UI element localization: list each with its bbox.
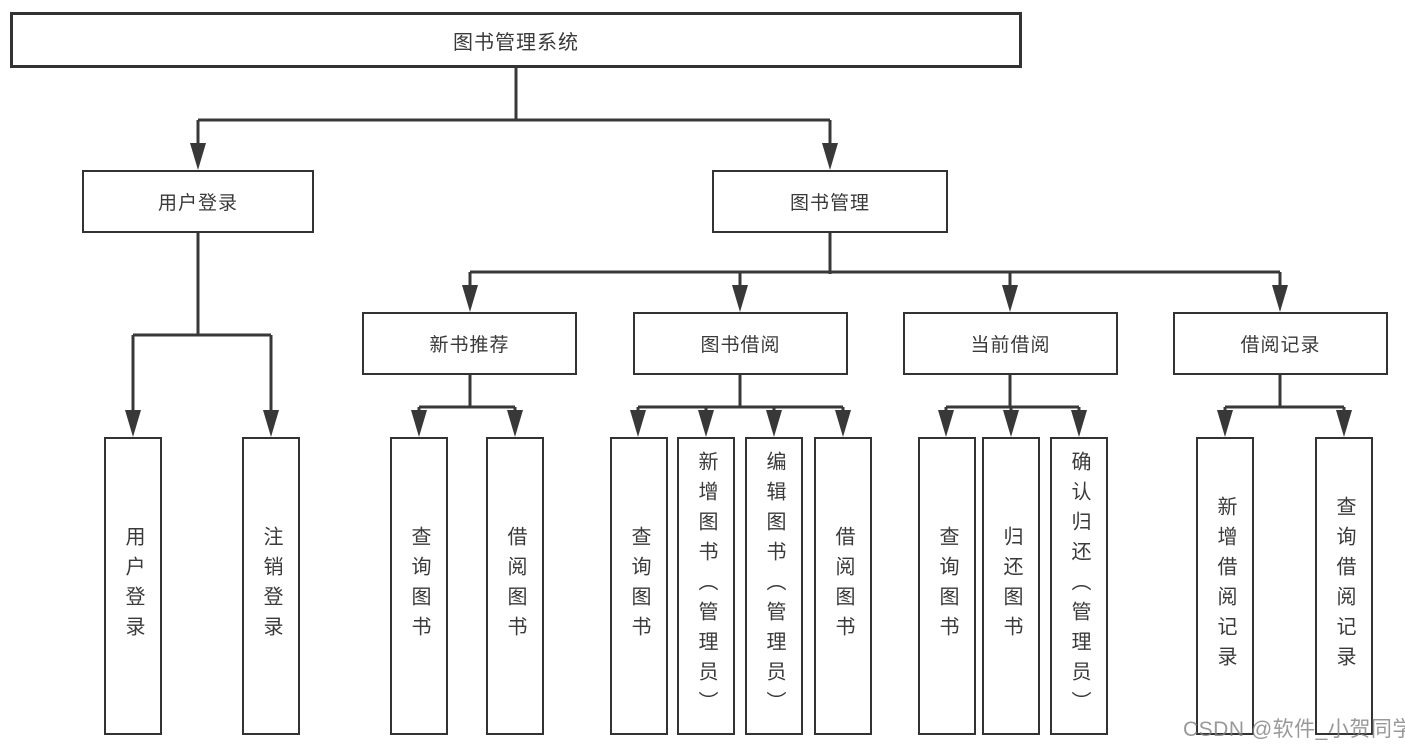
arrowhead-icon xyxy=(125,410,141,437)
node-query-books-borrowing: 查询图书 xyxy=(610,437,668,735)
node-return-books: 归还图书 xyxy=(982,437,1040,735)
node-logout: 注销登录 xyxy=(242,437,300,735)
arrowhead-icon xyxy=(507,410,523,437)
node-label: 用户登录 xyxy=(122,526,144,646)
node-query-books-current: 查询图书 xyxy=(918,437,976,735)
arrowhead-icon xyxy=(462,285,478,312)
arrowhead-icon xyxy=(1071,410,1087,437)
arrowhead-icon xyxy=(732,285,748,312)
node-label: 新增图书（管理员） xyxy=(695,451,717,721)
arrowhead-icon xyxy=(1003,410,1019,437)
node-label: 借阅图书 xyxy=(504,526,526,646)
node-add-borrow-record: 新增借阅记录 xyxy=(1196,437,1254,735)
node-label: 查询借阅记录 xyxy=(1333,496,1355,676)
node-label: 归还图书 xyxy=(1000,526,1022,646)
node-confirm-return-admin: 确认归还（管理员） xyxy=(1050,437,1108,735)
arrowhead-icon xyxy=(1272,285,1288,312)
node-label: 确认归还（管理员） xyxy=(1068,451,1090,721)
arrowhead-icon xyxy=(698,410,714,437)
node-book-borrowing: 图书借阅 xyxy=(633,312,848,375)
node-label: 新增借阅记录 xyxy=(1214,496,1236,676)
arrowhead-icon xyxy=(1217,410,1233,437)
node-user-login-action: 用户登录 xyxy=(104,437,162,735)
node-borrow-books-borrowing: 借阅图书 xyxy=(814,437,872,735)
node-label: 查询图书 xyxy=(936,526,958,646)
node-label: 注销登录 xyxy=(260,526,282,646)
arrowhead-icon xyxy=(835,410,851,437)
node-library-management-system: 图书管理系统 xyxy=(10,12,1022,68)
node-new-book-recommendation: 新书推荐 xyxy=(362,312,577,375)
arrowhead-icon xyxy=(411,410,427,437)
arrowhead-icon xyxy=(630,410,646,437)
node-label: 编辑图书（管理员） xyxy=(763,451,785,721)
node-edit-book-admin: 编辑图书（管理员） xyxy=(745,437,803,735)
arrowhead-icon xyxy=(938,410,954,437)
arrowhead-icon xyxy=(766,410,782,437)
arrowhead-icon xyxy=(822,143,838,170)
node-label: 查询图书 xyxy=(408,526,430,646)
node-add-book-admin: 新增图书（管理员） xyxy=(677,437,735,735)
watermark-text: CSDN @软件_小贺同学 xyxy=(1183,718,1405,741)
arrowhead-icon xyxy=(263,410,279,437)
node-label: 借阅图书 xyxy=(832,526,854,646)
node-book-management: 图书管理 xyxy=(712,170,948,233)
node-user-login: 用户登录 xyxy=(82,170,314,233)
node-borrowing-records: 借阅记录 xyxy=(1173,312,1388,375)
node-borrow-books-recommend: 借阅图书 xyxy=(486,437,544,735)
arrowhead-icon xyxy=(190,143,206,170)
node-query-books-recommend: 查询图书 xyxy=(390,437,448,735)
arrowhead-icon xyxy=(1336,410,1352,437)
node-current-borrowing: 当前借阅 xyxy=(903,312,1118,375)
arrowheads xyxy=(125,143,1352,437)
node-label: 查询图书 xyxy=(628,526,650,646)
node-query-borrow-record: 查询借阅记录 xyxy=(1315,437,1373,735)
arrowhead-icon xyxy=(1002,285,1018,312)
